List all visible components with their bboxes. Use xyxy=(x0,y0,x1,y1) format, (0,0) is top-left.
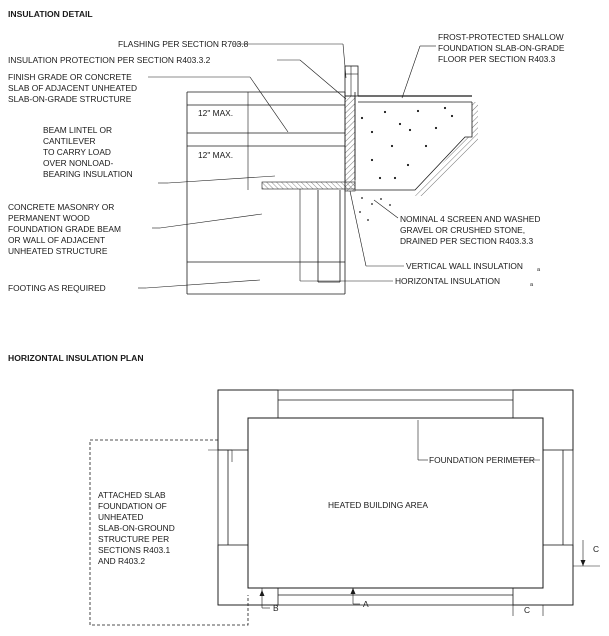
detail-title: INSULATION DETAIL xyxy=(8,9,93,19)
label-masonry-2: PERMANENT WOOD xyxy=(8,213,90,223)
label-footing: FOOTING AS REQUIRED xyxy=(8,283,106,293)
label-beam-lintel-2: CANTILEVER xyxy=(43,136,96,146)
label-flashing: FLASHING PER SECTION R703.8 xyxy=(118,39,249,49)
label-gravel-1: NOMINAL 4 SCREEN AND WASHED xyxy=(400,214,540,224)
label-masonry-3: FOUNDATION GRADE BEAM xyxy=(8,224,121,234)
dim-upper: 12" MAX. xyxy=(198,108,233,118)
slab-aggregate xyxy=(360,106,454,180)
label-protection: INSULATION PROTECTION PER SECTION R403.3… xyxy=(8,55,211,65)
label-beam-lintel-4: OVER NONLOAD- xyxy=(43,158,113,168)
gravel-fill xyxy=(359,197,391,221)
label-masonry-5: UNHEATED STRUCTURE xyxy=(8,246,108,256)
label-frost-2: FOUNDATION SLAB-ON-GRADE xyxy=(438,43,565,53)
label-horizontal: HORIZONTAL INSULATION xyxy=(395,276,500,286)
label-beam-lintel-1: BEAM LINTEL OR xyxy=(43,125,112,135)
plan-heated-label: HEATED BUILDING AREA xyxy=(328,500,428,510)
plan-attached-5: STRUCTURE PER xyxy=(98,534,169,544)
dim-c-bottom-label: C xyxy=(524,605,530,615)
dim-c-right-label: C xyxy=(593,544,599,554)
label-finish-grade-1: FINISH GRADE OR CONCRETE xyxy=(8,72,132,82)
section-drawing xyxy=(186,65,478,295)
plan-attached-4: SLAB-ON-GROUND xyxy=(98,523,175,533)
label-beam-lintel-3: TO CARRY LOAD xyxy=(43,147,111,157)
label-gravel-2: GRAVEL OR CRUSHED STONE, xyxy=(400,225,525,235)
label-gravel-3: DRAINED PER SECTION R403.3.3 xyxy=(400,236,533,246)
dim-lower: 12" MAX. xyxy=(198,150,233,160)
plan-attached-7: AND R403.2 xyxy=(98,556,145,566)
plan-drawing xyxy=(89,389,600,626)
label-masonry-4: OR WALL OF ADJACENT xyxy=(8,235,105,245)
label-horizontal-mark: a xyxy=(530,282,534,288)
plan-attached-3: UNHEATED xyxy=(98,512,143,522)
label-finish-grade-3: SLAB-ON-GRADE STRUCTURE xyxy=(8,94,132,104)
dim-a-label: A xyxy=(363,599,369,609)
plan-title: HORIZONTAL INSULATION PLAN xyxy=(8,353,144,363)
label-vertical-mark: a xyxy=(537,267,541,273)
plan-perimeter-label: FOUNDATION PERIMETER xyxy=(429,455,535,465)
dim-b-label: B xyxy=(273,603,279,613)
plan-attached-6: SECTIONS R403.1 xyxy=(98,545,170,555)
label-finish-grade-2: SLAB OF ADJACENT UNHEATED xyxy=(8,83,137,93)
label-frost-1: FROST-PROTECTED SHALLOW xyxy=(438,32,564,42)
label-vertical: VERTICAL WALL INSULATION xyxy=(406,261,523,271)
label-masonry-1: CONCRETE MASONRY OR xyxy=(8,202,114,212)
label-beam-lintel-5: BEARING INSULATION xyxy=(43,169,133,179)
plan-attached-1: ATTACHED SLAB xyxy=(98,490,166,500)
label-frost-3: FLOOR PER SECTION R403.3 xyxy=(438,54,556,64)
plan-attached-2: FOUNDATION OF xyxy=(98,501,167,511)
